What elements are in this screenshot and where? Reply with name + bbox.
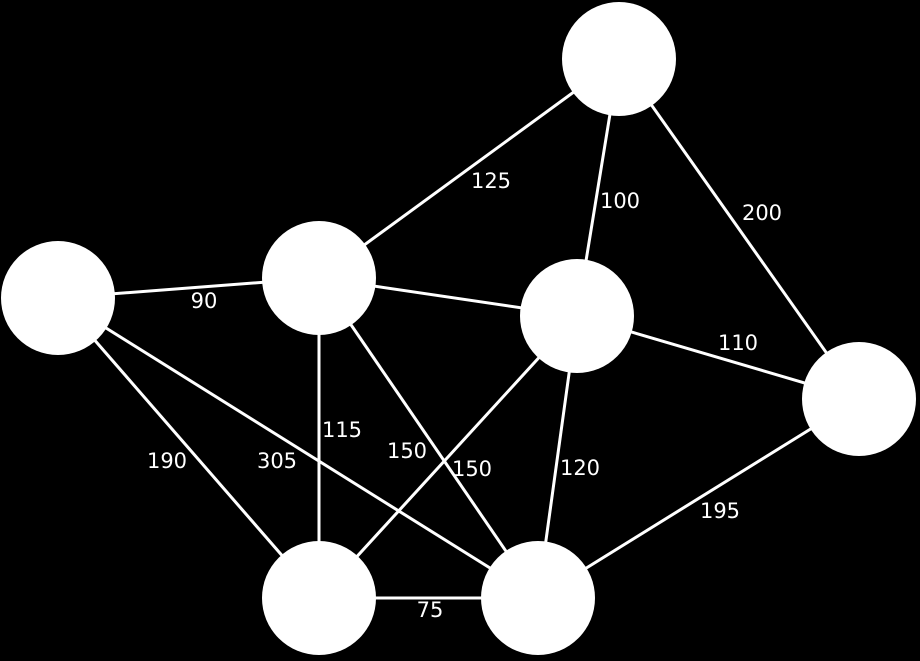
edge-weight-label: 150 xyxy=(387,439,427,463)
graph-node-n_mid_right xyxy=(520,259,634,373)
edge-weight-label: 115 xyxy=(322,418,362,442)
edge-n_left-n_bottom_left xyxy=(56,297,321,599)
edge-weight-label: 100 xyxy=(600,189,640,213)
edge-weight-label: 305 xyxy=(257,449,297,473)
graph-node-n_bottom_left xyxy=(262,541,376,655)
graph-node-n_top xyxy=(562,2,676,116)
edge-weight-label: 110 xyxy=(718,331,758,355)
edge-n_top-n_right xyxy=(617,58,861,400)
edge-n_center-n_bottom_mid xyxy=(317,277,540,599)
edge-weight-label: 190 xyxy=(147,449,187,473)
graph-node-n_left xyxy=(1,241,115,355)
edge-weight-label: 90 xyxy=(191,289,218,313)
edge-weights-layer: 125 100 200 90 110 115 190 305 150 150 120 195 75 xyxy=(147,169,782,622)
edge-weight-label: 125 xyxy=(471,169,511,193)
graph-node-n_right xyxy=(802,342,916,456)
edge-n_left-n_bottom_mid xyxy=(57,296,539,600)
graph-node-n_center xyxy=(262,221,376,335)
edge-weight-label: 150 xyxy=(452,457,492,481)
edge-weight-label: 120 xyxy=(560,456,600,480)
edge-weight-label: 195 xyxy=(700,499,740,523)
edge-weight-label: 200 xyxy=(742,201,782,225)
edge-n_mid_right-n_bottom_left xyxy=(317,314,579,600)
graph-node-n_bottom_mid xyxy=(481,541,595,655)
edge-weight-label: 75 xyxy=(417,598,444,622)
edge-n_right-n_bottom_mid xyxy=(537,397,860,600)
edge-n_center-n_top xyxy=(318,57,620,280)
